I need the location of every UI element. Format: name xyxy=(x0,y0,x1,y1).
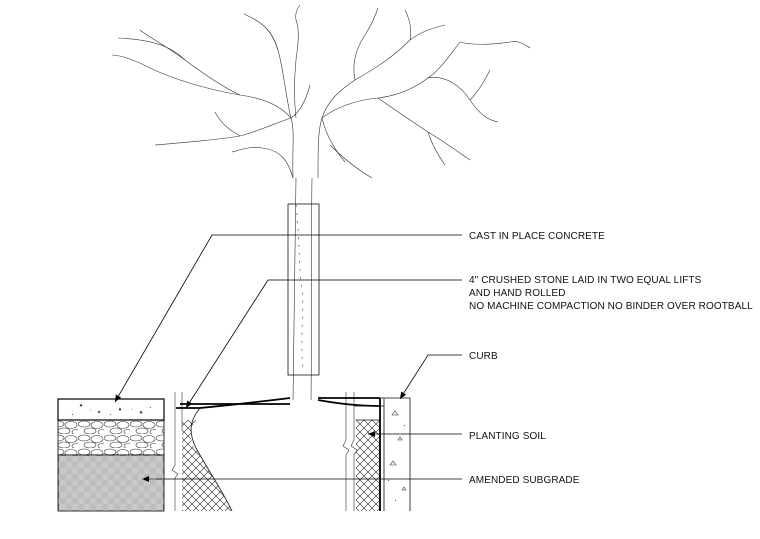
pavement-section-left xyxy=(57,398,165,512)
label-curb: CURB xyxy=(469,351,498,362)
label-cast-in-place-concrete: CAST IN PLACE CONCRETE xyxy=(469,231,605,242)
tree-trunk xyxy=(287,177,320,401)
leader-concrete xyxy=(114,234,462,403)
trunk-guard xyxy=(287,203,320,376)
label-planting-soil: PLANTING SOIL xyxy=(469,431,546,442)
curb xyxy=(379,397,411,511)
tree-canopy xyxy=(111,4,531,179)
subgrade-left xyxy=(57,454,165,512)
planting-pit xyxy=(176,397,381,512)
label-amended-subgrade: AMENDED SUBGRADE xyxy=(469,475,580,486)
label-crushed-stone-line-1: 4" CRUSHED STONE LAID IN TWO EQUAL LIFTS xyxy=(469,275,702,286)
leader-curb xyxy=(399,354,462,400)
leader-lines xyxy=(114,234,462,482)
callout-labels: CAST IN PLACE CONCRETE 4" CRUSHED STONE … xyxy=(469,231,753,486)
label-crushed-stone-line-3: NO MACHINE COMPACTION NO BINDER OVER ROO… xyxy=(469,301,753,312)
leader-crushed-stone xyxy=(185,279,462,409)
break-lines xyxy=(171,392,358,511)
concrete-slab xyxy=(57,398,165,421)
crushed-stone-layer xyxy=(57,419,165,456)
label-crushed-stone-line-2: AND HAND ROLLED xyxy=(469,288,566,299)
